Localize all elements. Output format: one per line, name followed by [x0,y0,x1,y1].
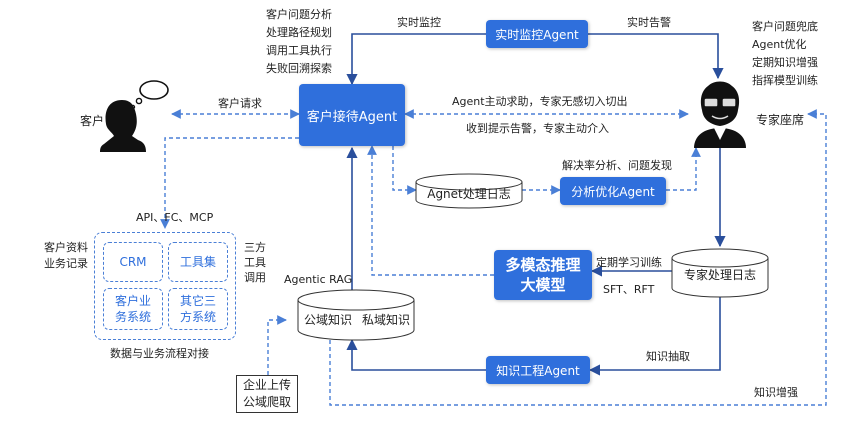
sft-rft-label: SFT、RFT [603,283,655,296]
reception-task: 调用工具执行 [266,44,332,57]
monitor-agent-box: 实时监控Agent [486,20,588,48]
alert-expert-label: 收到提示告警，专家主动介入 [466,122,609,135]
agent-log-cylinder: Agnet处理日志 [415,173,523,209]
agentic-rag-label: Agentic RAG [284,273,353,286]
edge-realtime-monitor [346,33,486,86]
resolution-analysis-label: 解决率分析、问题发现 [562,159,672,172]
analysis-agent-box: 分析优化Agent [560,177,666,205]
edge-api [160,137,299,229]
knowledge-public-label: 公域知识 [304,313,352,327]
reception-task: 处理路径规划 [266,26,332,39]
reception-agent-box: 客户接待Agent [299,84,405,146]
systems-right-label: 三方 工具 调用 [244,241,266,284]
expert-task: Agent优化 [752,38,807,51]
api-label: API、FC、MCP [136,211,214,224]
systems-container [94,232,236,340]
systems-title: 数据与业务流程对接 [110,347,209,360]
edge-to-agent-log [392,146,417,195]
realtime-monitor-label: 实时监控 [397,16,441,29]
reception-task: 客户问题分析 [266,8,332,21]
edge-model-to-reception [367,145,494,276]
agent-log-label: Agnet处理日志 [427,187,511,201]
agent-help-label: Agent主动求助，专家无感切入切出 [452,95,628,108]
knowledge-base-cylinder: 公域知识 私域知识 [297,289,415,341]
reception-task-list: 客户问题分析 处理路径规划 调用工具执行 失败回溯探索 [266,6,332,78]
system-third-party: 其它三 方系统 [168,288,228,330]
system-crm: CRM [103,242,163,282]
edge-knowledge-to-base [346,338,486,371]
knowledge-private-label: 私域知识 [362,313,410,327]
expert-task-list: 客户问题兜底 Agent优化 定期知识增强 指挥模型训练 [752,18,818,90]
knowledge-enhance-label: 知识增强 [754,386,798,399]
edge-realtime-alert [588,33,724,80]
edge-knowledge-enhance [329,109,827,406]
knowledge-extract-label: 知识抽取 [646,350,690,363]
expert-task: 指挥模型训练 [752,74,818,87]
multimodal-model-box: 多模态推理大模型 [494,250,592,300]
expert-log-cylinder: 专家处理日志 [671,248,769,298]
upload-box: 企业上传 公域爬取 [236,375,298,413]
expert-task: 客户问题兜底 [752,20,818,33]
systems-left-label: 客户资料 业务记录 [44,241,88,270]
knowledge-agent-box: 知识工程Agent [486,356,590,384]
realtime-alert-label: 实时告警 [627,16,671,29]
customer-label: 客户 [80,114,105,128]
expert-task: 定期知识增强 [752,56,818,69]
system-toolset: 工具集 [168,242,228,282]
expert-icon [694,81,746,148]
customer-request-label: 客户请求 [218,97,262,110]
expert-label: 专家座席 [756,113,805,127]
system-customer-business: 客户业 务系统 [103,288,163,330]
edge-upload [267,315,287,375]
edge-knowledge-extract [588,296,721,376]
edge-analysis-to-expert [666,147,701,191]
expert-log-label: 专家处理日志 [684,267,756,282]
periodic-training-label: 定期学习训练 [596,256,662,269]
reception-task: 失败回溯探索 [266,62,332,75]
customer-icon [100,80,169,152]
